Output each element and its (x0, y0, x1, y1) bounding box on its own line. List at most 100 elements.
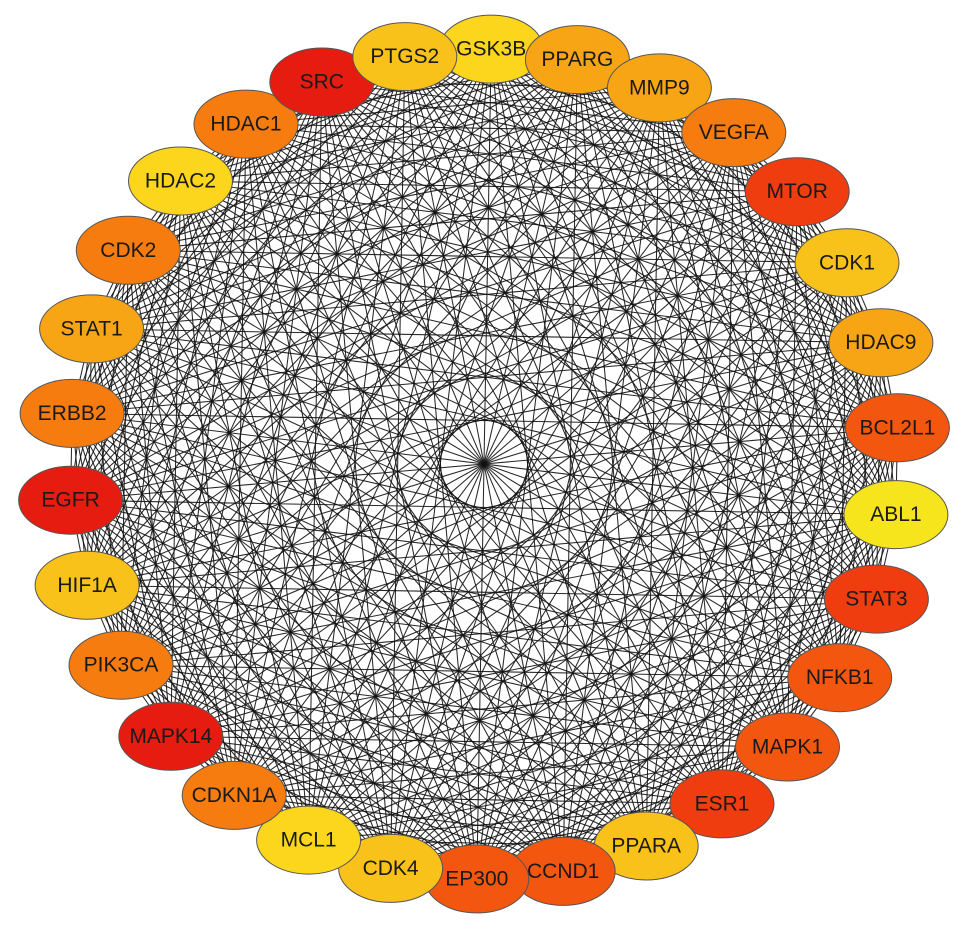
edge-gsk3b-hif1a (86, 48, 492, 586)
node-bcl2l1[interactable]: BCL2L1 (844, 393, 950, 463)
edge-pik3ca-hdac1 (120, 123, 247, 666)
edge-nfkb1-src (321, 81, 841, 679)
node-erbb2[interactable]: ERBB2 (19, 378, 125, 448)
edge-nfkb1-hdac2 (180, 180, 841, 679)
edge-bcl2l1-stat1 (91, 328, 898, 429)
node-mmp9[interactable]: MMP9 (606, 53, 712, 123)
node-cdk2[interactable]: CDK2 (75, 215, 181, 285)
edge-mtor-hif1a (86, 191, 798, 586)
edge-cdkn1a-src (233, 81, 323, 796)
node-ellipse (181, 760, 287, 830)
edge-nfkb1-ptgs2 (404, 56, 841, 679)
node-hif1a[interactable]: HIF1A (34, 550, 140, 620)
edge-mmp9-mapk14 (170, 87, 660, 737)
node-label: STAT1 (60, 317, 122, 340)
edge-mtor-mcl1 (308, 191, 798, 841)
node-label: MTOR (766, 180, 827, 203)
node-mtor[interactable]: MTOR (744, 157, 850, 227)
node-pparg[interactable]: PPARG (524, 25, 630, 95)
node-ccnd1[interactable]: CCND1 (510, 836, 616, 906)
node-label: ESR1 (695, 792, 750, 815)
node-mapk1[interactable]: MAPK1 (735, 712, 840, 782)
edge-abl1-src (321, 81, 897, 516)
node-hdac1[interactable]: HDAC1 (193, 89, 299, 159)
edge-vegfa-esr1 (721, 132, 735, 804)
node-label: MAPK1 (752, 736, 823, 759)
edge-mcl1-src (308, 81, 323, 841)
edge-abl1-mcl1 (308, 514, 897, 841)
node-nfkb1[interactable]: NFKB1 (787, 643, 893, 713)
node-esr1[interactable]: ESR1 (669, 769, 775, 839)
node-hdac2[interactable]: HDAC2 (128, 146, 233, 216)
edge-mtor-src (321, 81, 798, 193)
edge-cdk1-hdac1 (245, 123, 848, 264)
edge-cdk1-ccnd1 (562, 262, 848, 872)
node-label: ABL1 (870, 503, 921, 526)
edge-hif1a-stat1 (86, 328, 93, 586)
edge-cdk1-egfr (70, 262, 848, 501)
edge-pik3ca-erbb2 (71, 413, 122, 666)
edge-cdkn1a-hif1a (86, 584, 235, 796)
edge-mtor-hdac2 (180, 180, 798, 193)
edge-mapk14-hdac1 (170, 124, 247, 737)
node-src[interactable]: SRC (269, 47, 375, 117)
edge-mapk1-stat1 (91, 328, 788, 748)
node-ellipse (828, 308, 934, 378)
node-label: NFKB1 (806, 666, 874, 689)
node-label: VEGFA (699, 121, 769, 144)
edge-stat3-esr1 (721, 598, 877, 805)
node-egfr[interactable]: EGFR (18, 465, 124, 535)
edge-ep300-erbb2 (71, 413, 478, 880)
edge-bcl2l1-cdk4 (390, 427, 898, 869)
edge-mcl1-stat1 (91, 328, 310, 841)
edge-ppara-cdk2 (127, 249, 647, 847)
node-ppara[interactable]: PPARA (593, 811, 699, 881)
edge-bcl2l1-hdac1 (245, 123, 898, 429)
node-label: HDAC9 (845, 331, 916, 354)
node-cdk4[interactable]: CDK4 (338, 833, 444, 903)
edge-mcl1-hdac2 (179, 180, 310, 841)
edge-stat3-egfr (70, 499, 877, 600)
node-ellipse (75, 215, 181, 285)
edge-vegfa-stat1 (91, 132, 734, 330)
node-hdac9[interactable]: HDAC9 (828, 308, 934, 378)
node-ellipse (19, 378, 125, 448)
edge-cdk4-cdk2 (127, 250, 392, 869)
edge-ppara-ptgs2 (404, 56, 647, 847)
edge-pparg-egfr (70, 59, 578, 501)
edge-cdk4-ptgs2 (390, 56, 406, 869)
edge-mtor-cdk2 (128, 191, 798, 251)
node-abl1[interactable]: ABL1 (843, 480, 949, 550)
node-cdkn1a[interactable]: CDKN1A (181, 760, 287, 830)
edge-ppara-hif1a (86, 584, 647, 847)
node-stat3[interactable]: STAT3 (823, 564, 929, 634)
node-label: CDK4 (363, 857, 419, 880)
node-ptgs2[interactable]: PTGS2 (352, 22, 458, 92)
node-mcl1[interactable]: MCL1 (256, 805, 362, 875)
node-ellipse (606, 53, 712, 123)
edge-abl1-ptgs2 (404, 56, 897, 515)
edge-cdkn1a-hdac2 (179, 180, 235, 796)
edge-nfkb1-erbb2 (71, 412, 840, 679)
edge-pparg-cdkn1a (233, 59, 578, 796)
node-ellipse (843, 480, 949, 550)
node-cdk1[interactable]: CDK1 (794, 228, 900, 298)
node-ellipse (735, 712, 840, 782)
node-pik3ca[interactable]: PIK3CA (68, 630, 174, 700)
edge-esr1-src (321, 81, 723, 805)
edge-bcl2l1-nfkb1 (839, 427, 898, 678)
edge-ppara-cdkn1a (234, 794, 647, 847)
node-vegfa[interactable]: VEGFA (681, 98, 787, 168)
edge-gsk3b-stat3 (490, 48, 877, 600)
edge-stat3-hdac2 (180, 180, 877, 600)
node-stat1[interactable]: STAT1 (39, 294, 145, 364)
edge-ep300-hdac2 (180, 180, 478, 880)
edge-mapk14-hdac2 (170, 180, 182, 737)
edge-hdac9-stat3 (875, 342, 882, 600)
edge-hdac9-hdac2 (180, 180, 882, 344)
node-label: PPARA (611, 835, 681, 858)
node-mapk14[interactable]: MAPK14 (118, 701, 224, 771)
edge-ep300-hif1a (86, 584, 478, 880)
